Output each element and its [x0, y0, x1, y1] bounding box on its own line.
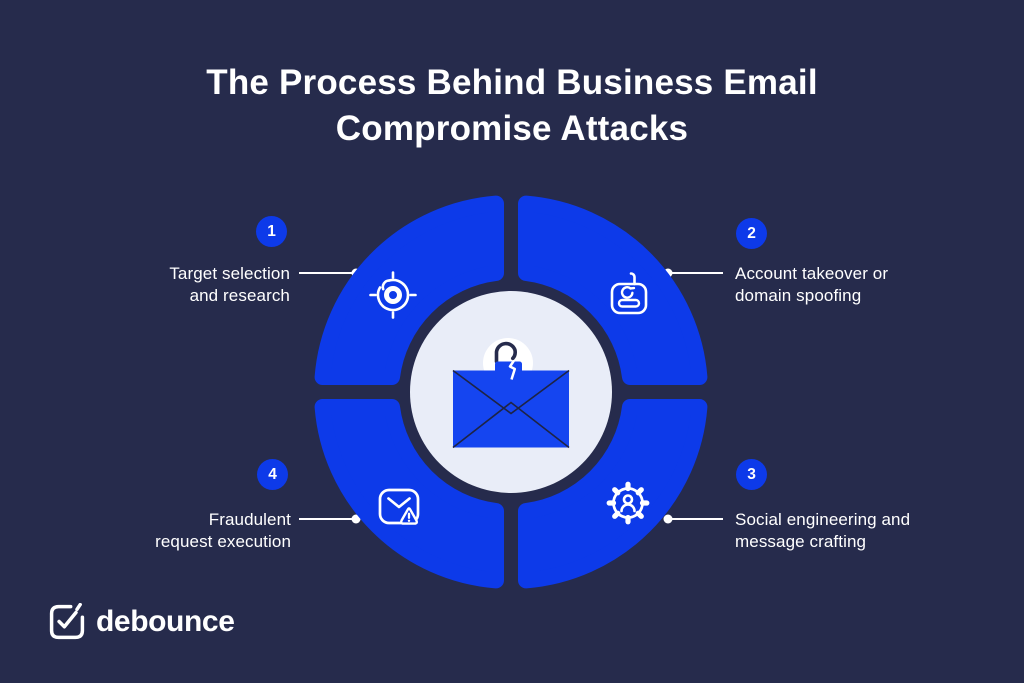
quadrant-bottom-left — [314, 399, 504, 589]
logo-wordmark: debounce — [96, 605, 235, 638]
envelope-fold-lines — [452, 369, 570, 449]
debounce-logo: debounce — [48, 603, 235, 641]
quadrant-bottom-right — [518, 399, 708, 589]
debounce-checkmark-icon — [49, 603, 85, 640]
step-4-badge: 4 — [257, 459, 288, 490]
step-1-label-line-2: and research — [189, 285, 290, 305]
step-1-number: 1 — [267, 222, 276, 240]
page-title-line-1: The Process Behind Business Email — [206, 63, 818, 102]
broken-padlock-icon — [494, 341, 522, 380]
envelope-body — [453, 370, 569, 448]
step-1-badge: 1 — [256, 216, 287, 247]
connector-lines — [299, 272, 723, 520]
step-4-number: 4 — [268, 465, 277, 483]
quadrant-top-left — [314, 195, 504, 385]
step-4-label-line-2: request execution — [155, 531, 291, 551]
account-takeover-icon — [610, 272, 648, 315]
step-3-label: Social engineering and message crafting — [735, 509, 985, 552]
step-3-badge: 3 — [736, 459, 767, 490]
wheel-quadrants — [314, 195, 708, 589]
step-1-label: Target selection and research — [60, 263, 290, 306]
step-3-label-line-1: Social engineering and — [735, 510, 911, 529]
step-4-label-line-1: Fraudulent — [208, 510, 291, 529]
target-icon — [369, 271, 417, 319]
step-4-label: Fraudulent request execution — [61, 509, 291, 552]
step-2-label-line-1: Account takeover or — [735, 264, 889, 283]
page-title-line-2: Compromise Attacks — [335, 109, 689, 148]
unlocked-envelope-icon — [452, 338, 570, 449]
step-2-number: 2 — [747, 224, 756, 242]
connector-dot-step-4 — [351, 514, 361, 524]
step-3-label-line-2: message crafting — [735, 531, 867, 551]
person-shoulders — [620, 503, 636, 513]
step-2-label-line-2: domain spoofing — [735, 285, 862, 305]
padlock-body — [495, 361, 522, 379]
padlock-crack — [508, 359, 517, 380]
step-1-label-line-1: Target selection — [169, 264, 290, 283]
connector-dot-step-3 — [663, 514, 673, 524]
step-3-number: 3 — [747, 465, 756, 483]
social-engineering-gear-icon — [606, 481, 650, 525]
step-2-badge: 2 — [736, 218, 767, 249]
step-2-label: Account takeover or domain spoofing — [735, 263, 985, 306]
fraudulent-email-icon — [378, 488, 420, 525]
